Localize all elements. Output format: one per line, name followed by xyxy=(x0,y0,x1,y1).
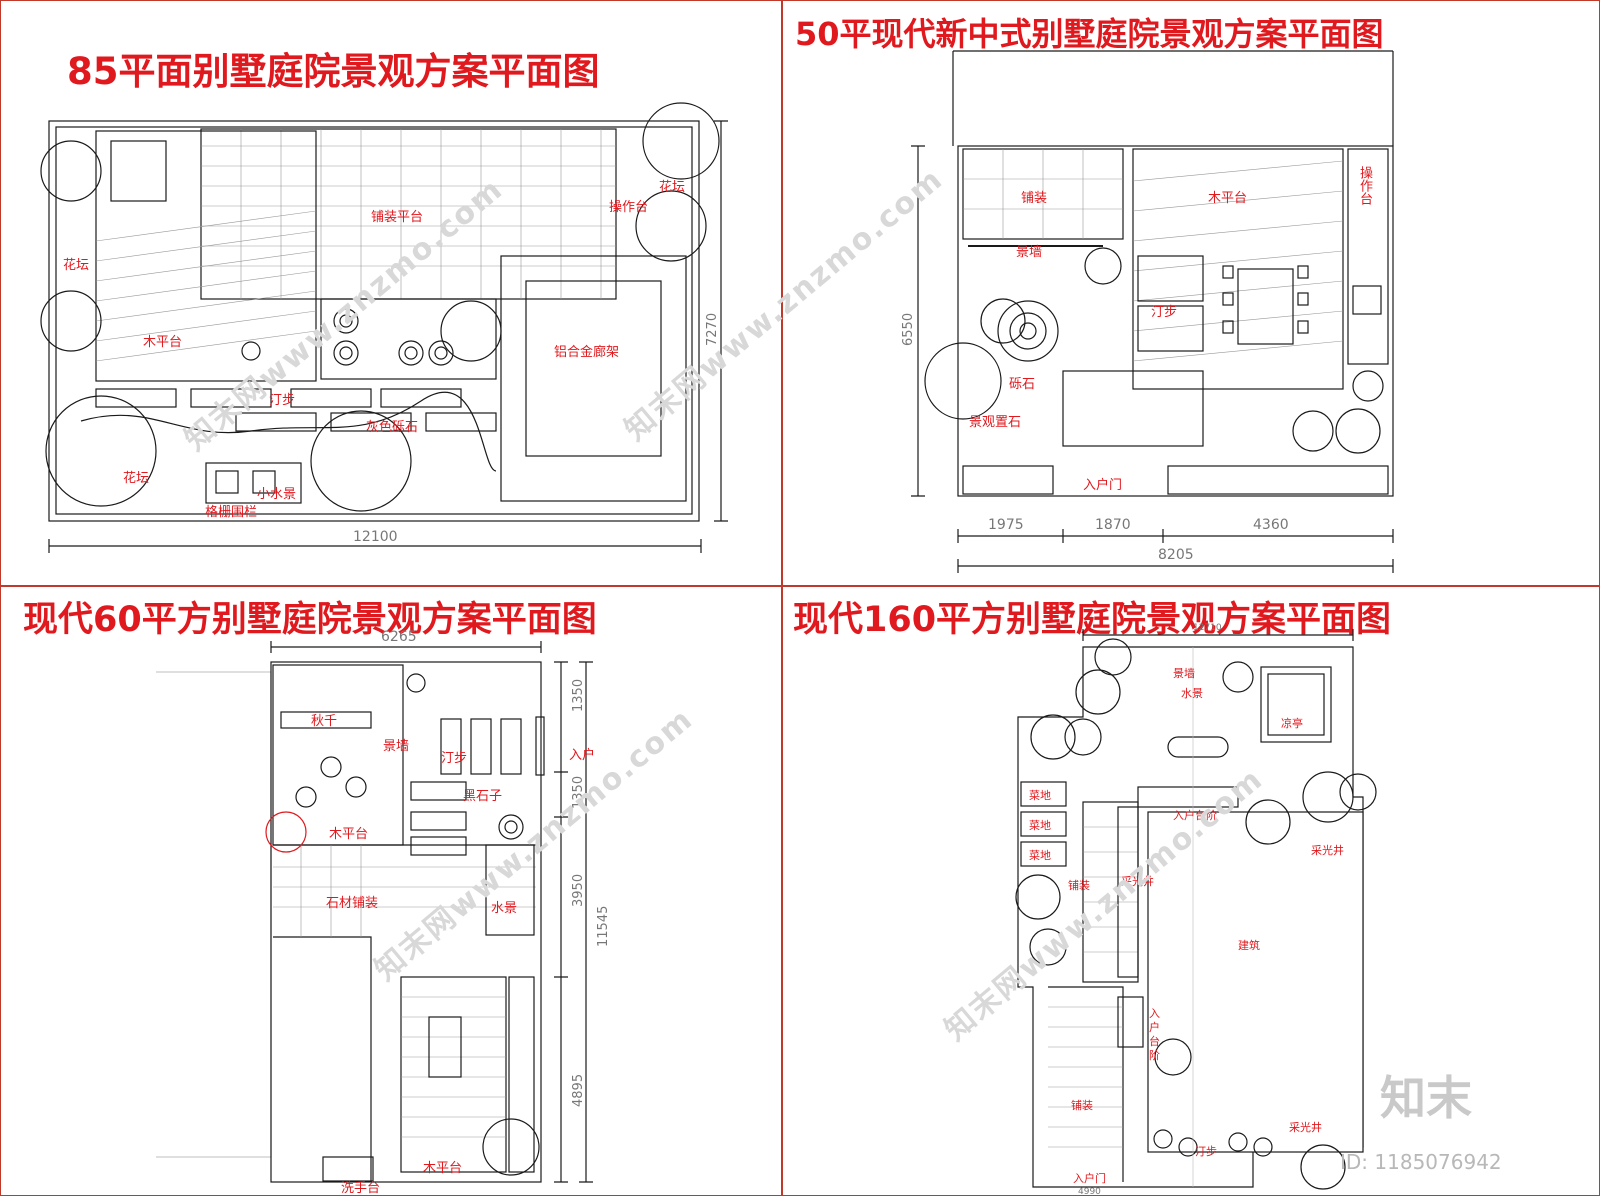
label-paving-platform: 铺装平台 xyxy=(371,210,424,225)
label-pergola: 铝合金廊架 xyxy=(554,345,620,360)
label-feature-wall: 景墙 xyxy=(1173,667,1195,680)
label-vegetable-plot: 菜地 xyxy=(1029,849,1051,862)
label-skylight-well: 采光井 xyxy=(1311,844,1344,857)
label-entrance-door: 入户门 xyxy=(1083,478,1123,493)
dimension: 8205 xyxy=(1158,547,1194,563)
plan-panel-160: 现代160平方别墅庭院景观方案平面图 xyxy=(782,586,1600,1196)
dimension: 3950 xyxy=(571,873,586,907)
label-paving: 铺装 xyxy=(1021,191,1048,206)
label-flower-bed: 花坛 xyxy=(63,258,90,273)
dimension: 6265 xyxy=(381,629,417,645)
label-stepping-stones: 汀步 xyxy=(269,393,296,408)
label-entrance: 入户 xyxy=(569,748,596,763)
dimension: 4990 xyxy=(1078,1187,1101,1196)
label-wood-deck: 木平台 xyxy=(423,1161,463,1176)
label-work-counter: 操作台 xyxy=(609,200,649,215)
label-paving: 铺装 xyxy=(1071,1099,1093,1112)
dimension: 1870 xyxy=(1095,517,1131,533)
label-water-feature: 水景 xyxy=(491,901,518,916)
plan-panel-60: 现代60平方别墅庭院景观方案平面图 xyxy=(0,586,782,1196)
label-feature-wall: 景墙 xyxy=(383,739,410,754)
label-vegetable-plot: 菜地 xyxy=(1029,819,1051,832)
panel-title: 现代60平方别墅庭院景观方案平面图 xyxy=(23,600,597,640)
label-flower-bed: 花坛 xyxy=(123,471,150,486)
label-gravel: 砾石 xyxy=(1009,377,1036,392)
label-stone-paving: 石材铺装 xyxy=(326,896,379,911)
brand-logo: 知末 xyxy=(1380,1071,1472,1125)
label-wood-deck: 木平台 xyxy=(143,335,183,350)
label-lattice-fence: 格栅围栏 xyxy=(205,505,258,520)
plan-drawing xyxy=(1015,629,1377,1190)
dimension: 6550 xyxy=(901,312,916,346)
label-stepping-stones: 汀步 xyxy=(1195,1145,1217,1158)
label-stepping-stones: 汀步 xyxy=(441,751,468,766)
label-entrance-steps: 入户台阶 xyxy=(1149,1007,1160,1062)
label-landscape-rock: 景观置石 xyxy=(969,415,1022,430)
label-flower-bed: 花坛 xyxy=(659,180,686,195)
label-entrance-steps: 入户台阶 xyxy=(1173,809,1217,822)
label-entrance-door: 入户门 xyxy=(1073,1172,1106,1185)
label-pavilion: 凉亭 xyxy=(1281,717,1303,730)
panel-title: 85平面别墅庭院景观方案平面图 xyxy=(67,50,600,93)
label-vegetable-plot: 菜地 xyxy=(1029,789,1051,802)
dimension: 11545 xyxy=(596,905,611,947)
label-skylight-well: 采光井 xyxy=(1121,875,1154,888)
plan-drawing xyxy=(40,102,728,553)
label-work-counter: 操作台 xyxy=(1357,166,1372,205)
label-feature-wall: 景墙 xyxy=(1016,245,1043,260)
dimension: 1350 xyxy=(571,678,586,712)
plan-panel-85: 85平面别墅庭院景观方案平面图 xyxy=(0,0,782,586)
panel-title: 现代160平方别墅庭院景观方案平面图 xyxy=(793,600,1392,640)
dimension: 12710 xyxy=(1193,623,1222,633)
dimension: 12100 xyxy=(353,529,398,545)
label-gray-gravel: 灰色砾石 xyxy=(366,420,419,435)
label-wood-deck: 木平台 xyxy=(1208,191,1248,206)
plan-drawing xyxy=(156,641,593,1183)
label-skylight-well: 采光井 xyxy=(1289,1121,1322,1134)
label-swing: 秋千 xyxy=(311,714,338,729)
dimension: 4360 xyxy=(1253,517,1289,533)
panel-title: 50平现代新中式别墅庭院景观方案平面图 xyxy=(795,15,1384,53)
dimension: 1975 xyxy=(988,517,1024,533)
plan-panel-50: 50平现代新中式别墅庭院景观方案平面图 xyxy=(782,0,1600,586)
dimension: 4895 xyxy=(571,1073,586,1107)
label-wash-basin: 洗手台 xyxy=(341,1181,381,1196)
image-id: ID: 1185076942 xyxy=(1340,1150,1502,1174)
label-paving: 铺装 xyxy=(1068,879,1090,892)
label-stepping-stones: 汀步 xyxy=(1151,305,1178,320)
label-water-feature: 水景 xyxy=(1181,687,1203,700)
label-building: 建筑 xyxy=(1238,939,1260,952)
label-black-pebbles: 黑石子 xyxy=(463,789,503,804)
plan-drawing xyxy=(911,50,1394,573)
label-small-water: 小水景 xyxy=(257,487,297,502)
label-wood-deck: 木平台 xyxy=(329,827,369,842)
